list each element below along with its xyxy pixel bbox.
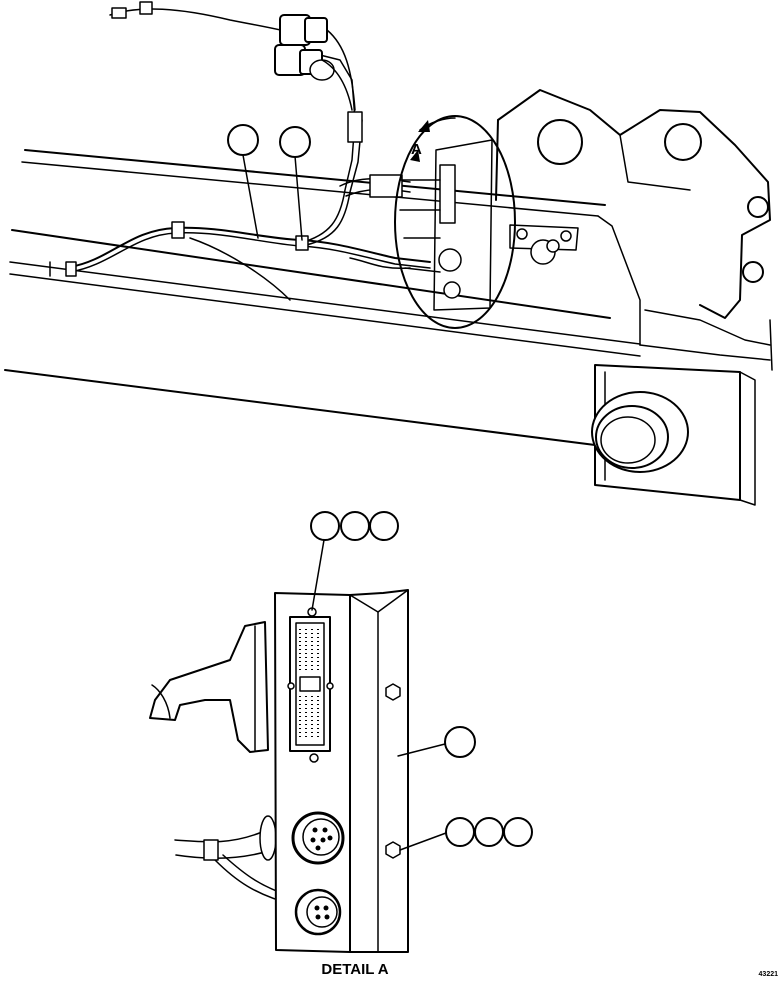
- view-marker-a: A: [411, 141, 422, 158]
- circular-connector-upper: [291, 811, 345, 865]
- callout-bubble: [340, 511, 370, 541]
- callout-bubble: [474, 817, 504, 847]
- mounting-plate-upper: [509, 224, 579, 265]
- callout-bubble: [227, 124, 259, 156]
- callout-group-upper: [227, 124, 311, 241]
- connector-pins: [299, 629, 319, 740]
- callout-bubble: [369, 511, 399, 541]
- multi-pin-connector: [287, 607, 334, 763]
- wire-harness: [65, 54, 431, 301]
- figure-code: 43221: [759, 971, 779, 978]
- callout-bubble: [444, 726, 476, 758]
- cable-bundle-left: [149, 621, 298, 906]
- detail-caption: DETAIL A: [321, 961, 388, 978]
- circular-connector-lower: [294, 888, 342, 936]
- fasteners: [385, 683, 401, 859]
- callout-group-detail: [310, 511, 533, 851]
- callout-bubble: [279, 126, 311, 158]
- callout-bubble: [445, 817, 475, 847]
- callout-bubble: [310, 511, 340, 541]
- callout-bubble: [503, 817, 533, 847]
- detail-a-zoom-ellipse: [394, 115, 516, 329]
- connector-cluster-top: [109, 1, 356, 111]
- chassis-frame: [4, 89, 773, 506]
